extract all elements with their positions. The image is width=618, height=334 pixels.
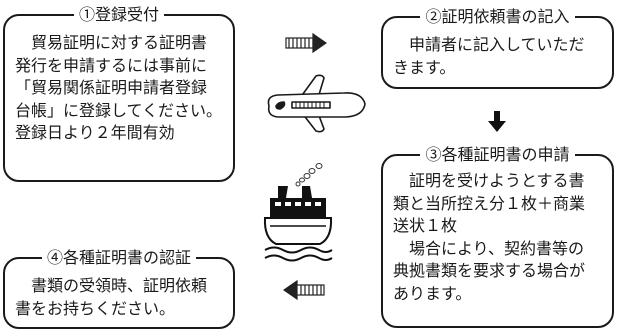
step-2-box: ②証明依頼書の記入 申請者に記入していただ きます。 <box>381 7 614 89</box>
step-4-title: ④各種証明書の認証 <box>5 247 233 269</box>
step-1-text: 貿易証明に対する証明書 発行を申請するには事前に 「貿易関係証明申請者登録 台帳… <box>15 33 223 142</box>
step-4-box: ④各種証明書の認証 書類の受領時、証明依頼 書をお持ちください。 <box>3 248 235 329</box>
step-3-text: 証明を受けようとする書 類と当所控え分１枚＋商業 送状１枚 場合により、契約書等… <box>393 171 586 303</box>
left-arrow-icon <box>283 280 325 300</box>
step-1-box: ①登録受付 貿易証明に対する証明書 発行を申請するには事前に 「貿易関係証明申請… <box>3 5 235 182</box>
step-2-title: ②証明依頼書の記入 <box>383 6 612 28</box>
airplane-icon <box>267 74 366 133</box>
ship-icon <box>263 163 333 262</box>
step-1-title: ①登録受付 <box>5 4 233 26</box>
step-2-text: 申請者に記入していただ きます。 <box>393 35 585 77</box>
right-arrow-icon <box>285 33 327 53</box>
step-3-box: ③各種証明書の申請 証明を受けようとする書 類と当所控え分１枚＋商業 送状１枚 … <box>381 145 614 328</box>
step-4-text: 書類の受領時、証明依頼 書をお持ちください。 <box>15 276 208 318</box>
down-arrow-icon <box>488 111 506 132</box>
step-3-title: ③各種証明書の申請 <box>383 144 612 166</box>
